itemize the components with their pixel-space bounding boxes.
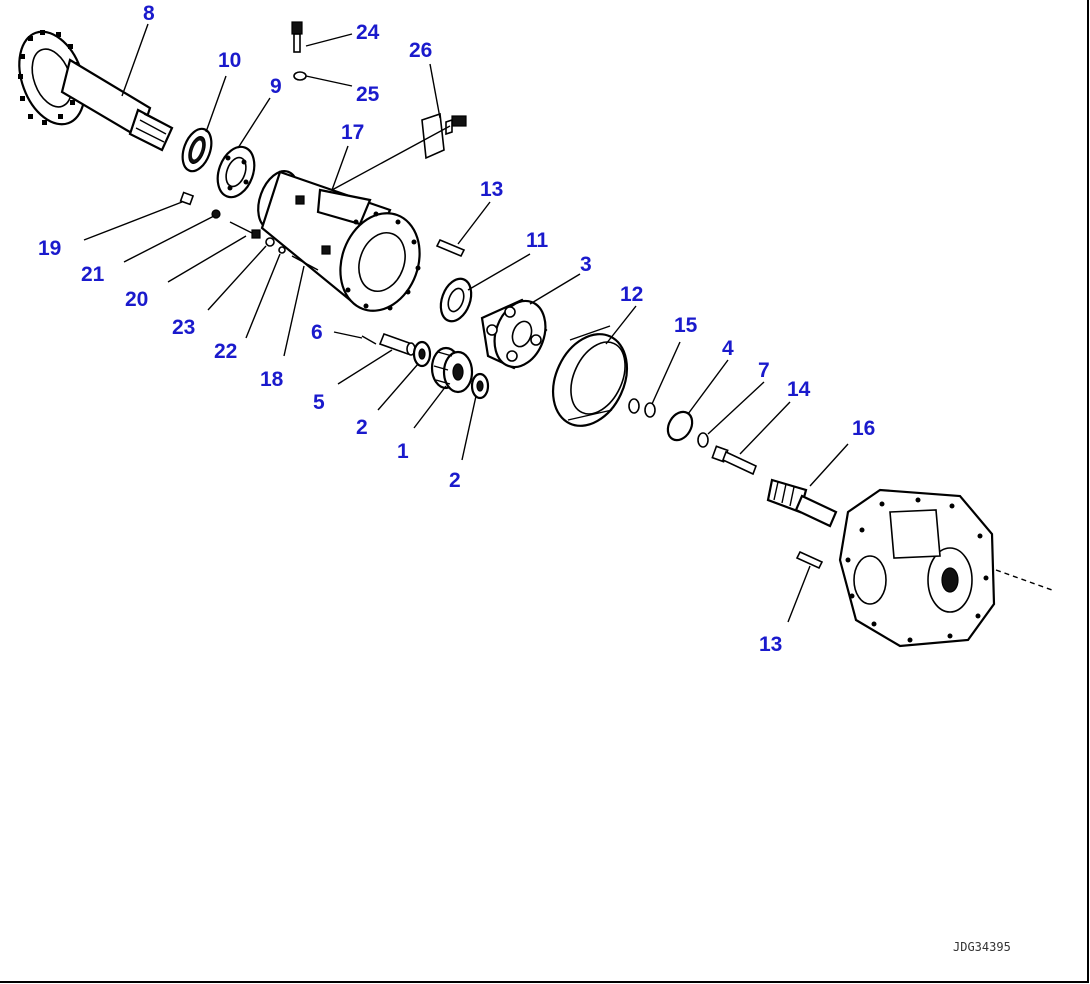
callout-7: 7 xyxy=(758,359,770,382)
part-14-bolt xyxy=(711,445,758,476)
callout-4: 4 xyxy=(722,337,734,360)
callout-5: 5 xyxy=(313,391,325,414)
part-6-pin xyxy=(361,335,377,345)
part-9-bearing xyxy=(216,145,256,199)
callout-12: 12 xyxy=(620,283,643,306)
part-13-pin-lower xyxy=(795,550,824,570)
part-5-shaft xyxy=(378,332,416,356)
part-24-breather xyxy=(291,21,303,53)
callout-24: 24 xyxy=(356,21,380,44)
callout-20: 20 xyxy=(125,288,148,311)
part-12-ring-gear xyxy=(552,325,628,427)
callout-1: 1 xyxy=(397,440,409,463)
callout-10: 10 xyxy=(218,49,241,72)
leader-lines xyxy=(83,23,849,623)
callout-8: 8 xyxy=(143,2,155,25)
part-23-washer xyxy=(265,237,275,247)
callout-21: 21 xyxy=(81,263,105,286)
callout-16: 16 xyxy=(852,417,875,440)
part-18-pin xyxy=(291,255,319,271)
callout-9: 9 xyxy=(270,75,282,98)
part-19-plug xyxy=(179,191,195,206)
callout-19: 19 xyxy=(38,237,61,260)
part-10-seal xyxy=(181,127,213,173)
part-17-axle-housing xyxy=(257,170,421,312)
part-11-bearing xyxy=(439,277,473,323)
part-3-planet-carrier xyxy=(480,298,548,370)
callout-labels: 8 24 25 26 10 9 17 13 19 21 20 23 22 18 … xyxy=(38,2,875,656)
part-25-o-ring xyxy=(293,71,307,81)
part-7-washer xyxy=(697,432,709,448)
callout-6: 6 xyxy=(311,321,323,344)
callout-2-left: 2 xyxy=(356,416,368,439)
differential-housing xyxy=(838,488,1053,648)
part-1-planet-gear xyxy=(430,346,474,394)
callout-13-lower: 13 xyxy=(759,633,782,656)
part-2-washer-right xyxy=(470,372,490,400)
part-13-pin-upper xyxy=(435,238,466,258)
callout-22: 22 xyxy=(214,340,237,363)
part-16-sun-shaft xyxy=(766,478,838,528)
callout-11: 11 xyxy=(526,229,549,252)
part-15-shims xyxy=(628,398,656,418)
callout-15: 15 xyxy=(674,314,698,337)
part-8-axle-shaft xyxy=(18,30,174,152)
callout-17: 17 xyxy=(341,121,364,144)
part-20-bolt xyxy=(229,221,261,239)
part-26-plate-bolt xyxy=(421,112,467,160)
callout-23: 23 xyxy=(172,316,195,339)
callout-13-upper: 13 xyxy=(480,178,503,201)
callout-2-right: 2 xyxy=(449,469,461,492)
part-2-washer-left xyxy=(412,340,432,368)
part-4-thrust-plate xyxy=(666,410,694,442)
callout-18: 18 xyxy=(260,368,284,391)
part-22-ring xyxy=(278,246,286,254)
callout-25: 25 xyxy=(356,83,380,106)
callout-14: 14 xyxy=(787,378,811,401)
document-id: JDG34395 xyxy=(953,940,1011,954)
callout-26: 26 xyxy=(409,39,432,62)
callout-3: 3 xyxy=(580,253,592,276)
